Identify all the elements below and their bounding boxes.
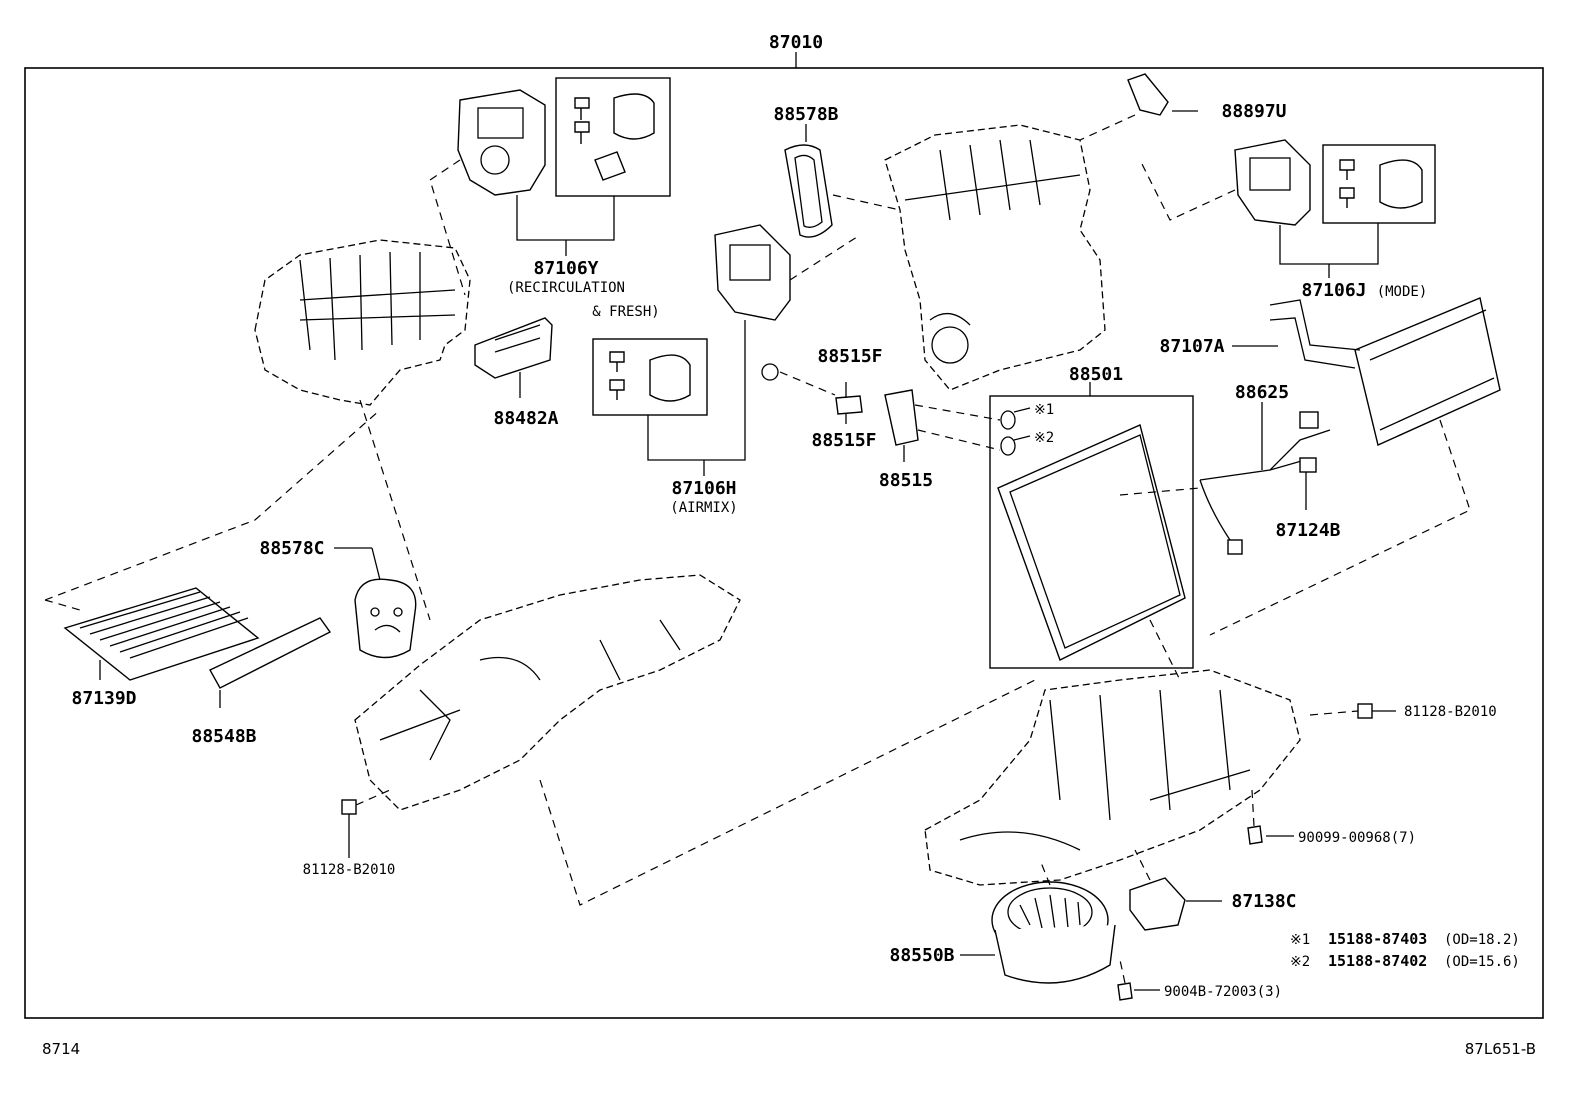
label-88501: 88501 [1069,364,1123,385]
svg-text:※1: ※1 [1034,402,1054,418]
label-81128-left: 81128-B2010 [303,862,396,878]
kit-87106J-parts [1339,159,1423,209]
lower-left-case [354,574,741,811]
label-87106J: 87106J [1301,280,1366,301]
label-87106H-sub: (AIRMIX) [670,500,737,516]
note-2-mark: ※2 [1290,954,1310,970]
label-87106Y-sub2: & FRESH) [592,304,659,320]
cover-88548B [209,617,332,689]
left-upper-case [254,239,471,406]
actuator-87106J [1234,139,1311,226]
clip-81128-left [341,799,357,815]
label-88625: 88625 [1235,382,1289,403]
lower-right-case [924,669,1301,886]
gasket-88578B [784,144,833,238]
note-1-part: 15188-87403 [1328,930,1427,948]
screw-9004B [1117,982,1133,1001]
label-88548B: 88548B [191,726,256,747]
label-88550B: 88550B [889,945,954,966]
label-88482A: 88482A [493,408,558,429]
resistor-87138C [1129,877,1186,931]
heater-core-87107A [1269,297,1501,446]
note-2-spec: (OD=15.6) [1444,954,1520,970]
label-88578C: 88578C [259,538,324,559]
filter-87139D [63,587,260,681]
assembly-label: 87010 [769,32,823,53]
screw-90099 [1247,825,1263,845]
harness-88625 [1199,411,1331,555]
clip-81128-right [1357,703,1373,719]
label-87106H: 87106H [671,478,736,499]
label-88515: 88515 [879,470,933,491]
label-81128-right: 81128-B2010 [1404,704,1497,720]
expansion-valve-88515 [884,389,919,446]
svg-text:※2: ※2 [1034,430,1054,446]
upper-center-case [884,124,1106,391]
label-9004B: 9004B-72003(3) [1164,984,1282,1000]
oring-markers: ※1 ※2 [1000,402,1054,456]
kit-87106H-parts [609,351,691,402]
label-88515F-top: 88515F [817,346,882,367]
evaporator-88501 [997,424,1186,661]
label-88897U: 88897U [1221,101,1286,122]
footer-right: 87L651-B [1465,1040,1536,1058]
actuator-87106Y [457,89,546,196]
note-2-part: 15188-87402 [1328,952,1427,970]
part-88482A [474,317,553,379]
box-88501 [989,395,1194,669]
label-87124B: 87124B [1275,520,1340,541]
label-90099: 90099-00968(7) [1298,830,1416,846]
sensor-88897U [1127,73,1169,116]
clip-88515F [761,363,863,415]
blower-88550B [991,881,1116,984]
label-88515F-bottom: 88515F [811,430,876,451]
label-87107A: 87107A [1159,336,1224,357]
label-87106Y: 87106Y [533,258,598,279]
actuator-87106H [714,224,791,321]
note-1-mark: ※1 [1290,932,1310,948]
label-88578B: 88578B [773,104,838,125]
label-87139D: 87139D [71,688,136,709]
kit-box-87106Y [555,77,671,197]
seal-88578C [354,578,417,659]
kit-87106Y-screws [574,93,655,181]
footer-left: 8714 [42,1040,80,1058]
kit-box-87106H [592,338,708,416]
note-1-spec: (OD=18.2) [1444,932,1520,948]
label-87138C: 87138C [1231,891,1296,912]
label-87106J-sub: (MODE) [1377,284,1428,300]
assembly-frame [24,67,1544,1019]
kit-box-87106J [1322,144,1436,224]
notes: ※1 15188-87403 (OD=18.2) ※2 15188-87402 … [1290,930,1520,970]
label-87106Y-sub1: (RECIRCULATION [507,280,625,296]
